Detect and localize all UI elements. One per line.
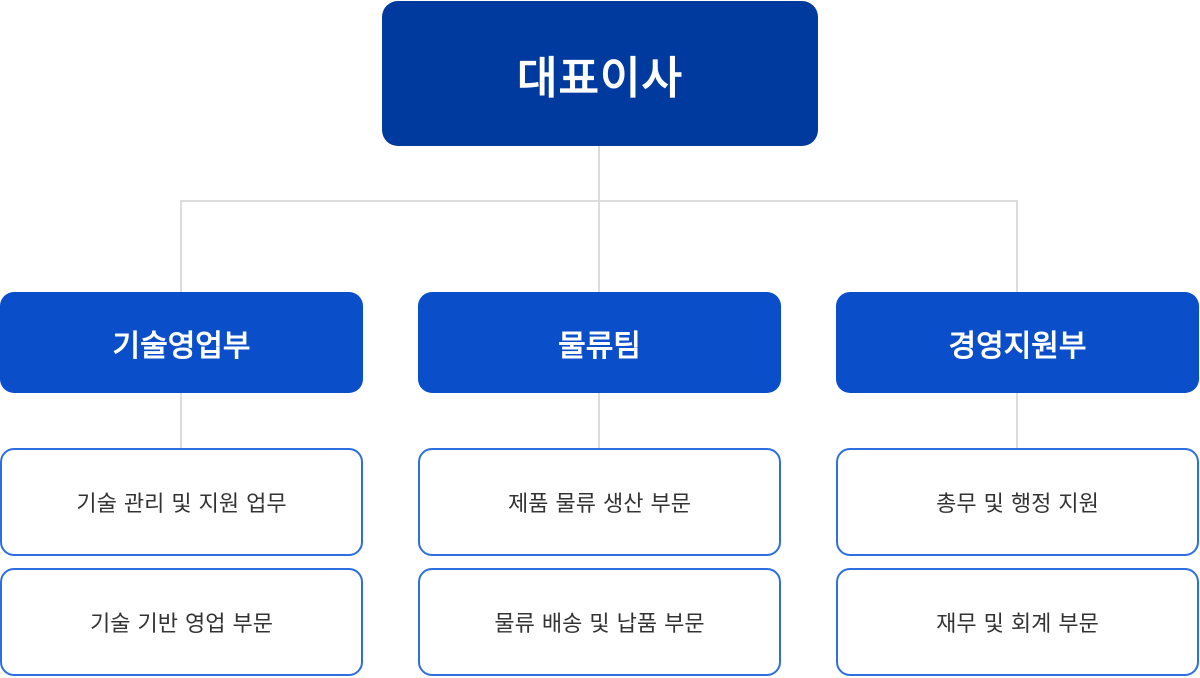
connector-dept-2-duties — [598, 393, 600, 448]
duty-box: 총무 및 행정 지원 — [836, 448, 1199, 556]
duty-label: 기술 기반 영업 부문 — [90, 612, 273, 637]
dept-label: 경영지원부 — [948, 328, 1087, 364]
connector-dept-3-duties — [1016, 393, 1018, 448]
duty-box: 기술 기반 영업 부문 — [0, 568, 363, 676]
dept-label: 기술영업부 — [112, 328, 251, 364]
duty-box: 기술 관리 및 지원 업무 — [0, 448, 363, 556]
ceo-label: 대표이사 — [517, 52, 683, 104]
dept-box-management-support: 경영지원부 — [836, 292, 1199, 393]
duty-box: 물류 배송 및 납품 부문 — [418, 568, 781, 676]
duty-box: 재무 및 회계 부문 — [836, 568, 1199, 676]
duty-label: 제품 물류 생산 부문 — [508, 492, 691, 517]
dept-box-logistics: 물류팀 — [418, 292, 781, 393]
connector-to-dept-3 — [1016, 200, 1018, 292]
dept-box-tech-sales: 기술영업부 — [0, 292, 363, 393]
dept-label: 물류팀 — [558, 328, 641, 364]
connector-to-dept-1 — [180, 200, 182, 292]
connector-dept-1-duties — [180, 393, 182, 448]
connector-to-dept-2 — [598, 200, 600, 292]
connector-ceo-down — [598, 146, 600, 202]
duty-box: 제품 물류 생산 부문 — [418, 448, 781, 556]
ceo-box: 대표이사 — [382, 1, 818, 146]
duty-label: 총무 및 행정 지원 — [936, 492, 1099, 517]
duty-label: 재무 및 회계 부문 — [936, 612, 1099, 637]
duty-label: 물류 배송 및 납품 부문 — [494, 612, 705, 637]
duty-label: 기술 관리 및 지원 업무 — [76, 492, 287, 517]
